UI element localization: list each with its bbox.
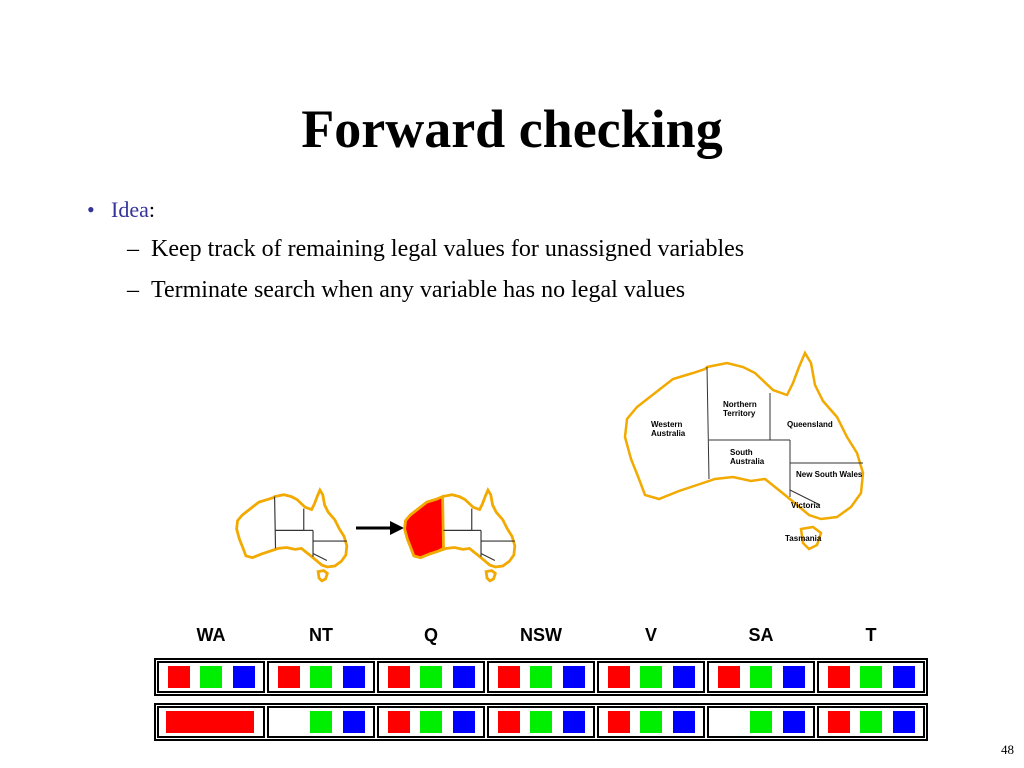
domain-value-red	[718, 666, 740, 688]
domain-value-red	[608, 666, 630, 688]
domain-value-green	[200, 666, 222, 688]
australia-outline	[623, 350, 865, 521]
bullet-colon: :	[148, 197, 155, 222]
domain-value-red	[828, 666, 850, 688]
australia-map-large: Western Australia Northern Territory Que…	[623, 350, 865, 551]
domain-value-blue	[343, 711, 365, 733]
domain-value-blue	[893, 711, 915, 733]
domain-value-blue	[673, 666, 695, 688]
variable-label-q: Q	[424, 625, 438, 645]
dash-icon: –	[127, 277, 139, 303]
domain-value-green	[420, 666, 442, 688]
domain-value-blue	[783, 711, 805, 733]
domain-value-blue	[453, 666, 475, 688]
label-queensland: Queensland	[787, 420, 833, 429]
variable-label-v: V	[645, 625, 657, 645]
bullet-idea-label: Idea	[111, 197, 149, 222]
domain-value-blue	[233, 666, 255, 688]
tasmania-outline	[316, 569, 330, 583]
arrow-right-icon	[356, 521, 404, 535]
domain-value-blue	[453, 711, 475, 733]
domain-value-red	[388, 666, 410, 688]
label-western-australia-2: Australia	[651, 429, 686, 438]
australia-outline	[235, 487, 349, 569]
label-northern-territory-1: Northern	[723, 400, 757, 409]
domain-value-green	[860, 711, 882, 733]
variable-label-sa: SA	[748, 625, 773, 645]
australia-map-small-after	[403, 487, 517, 583]
state-borders	[706, 366, 863, 506]
domain-value-green	[530, 711, 552, 733]
domain-value-green	[640, 666, 662, 688]
domain-value-red	[388, 711, 410, 733]
variable-label-wa: WA	[197, 625, 226, 645]
label-new-south-wales: New South Wales	[796, 470, 863, 479]
dash-icon: –	[127, 236, 139, 262]
domain-value-red	[498, 711, 520, 733]
domain-value-green	[310, 666, 332, 688]
label-western-australia-1: Western	[651, 420, 683, 429]
subbullet-track-text: Keep track of remaining legal values for…	[151, 236, 745, 262]
domain-value-red	[278, 666, 300, 688]
assigned-value-red	[166, 711, 254, 733]
domain-value-green	[860, 666, 882, 688]
subbullet-terminate: –Terminate search when any variable has …	[127, 275, 685, 305]
slide-title: Forward checking	[301, 99, 723, 159]
bullet-dot: •	[87, 197, 95, 222]
tasmania-outline	[799, 525, 823, 551]
domain-value-green	[420, 711, 442, 733]
subbullet-track: –Keep track of remaining legal values fo…	[127, 234, 744, 264]
domain-value-green	[530, 666, 552, 688]
label-south-australia-1: South	[730, 448, 753, 457]
variable-label-nsw: NSW	[520, 625, 562, 645]
label-south-australia-2: Australia	[730, 457, 765, 466]
domain-value-red	[608, 711, 630, 733]
page-number: 48	[1001, 742, 1014, 757]
wa-region-red	[403, 494, 445, 560]
variable-label-t: T	[866, 625, 877, 645]
domain-value-green	[310, 711, 332, 733]
australia-map-small-before	[235, 487, 349, 583]
domain-value-green	[750, 711, 772, 733]
tasmania-outline	[484, 569, 498, 583]
domain-value-blue	[673, 711, 695, 733]
domain-value-red	[498, 666, 520, 688]
domain-value-green	[640, 711, 662, 733]
domain-value-blue	[343, 666, 365, 688]
domain-value-blue	[563, 711, 585, 733]
domain-value-blue	[563, 666, 585, 688]
label-victoria: Victoria	[791, 501, 821, 510]
bullet-idea: • Idea:	[87, 196, 155, 224]
domain-value-green	[750, 666, 772, 688]
label-tasmania: Tasmania	[785, 534, 822, 543]
label-northern-territory-2: Territory	[723, 409, 756, 418]
domain-value-blue	[893, 666, 915, 688]
domain-table: WA NT Q NSW V SA T	[154, 625, 928, 741]
domain-value-red	[828, 711, 850, 733]
variable-label-nt: NT	[309, 625, 333, 645]
subbullet-terminate-text: Terminate search when any variable has n…	[151, 277, 686, 303]
domain-value-blue	[783, 666, 805, 688]
domain-value-red	[168, 666, 190, 688]
